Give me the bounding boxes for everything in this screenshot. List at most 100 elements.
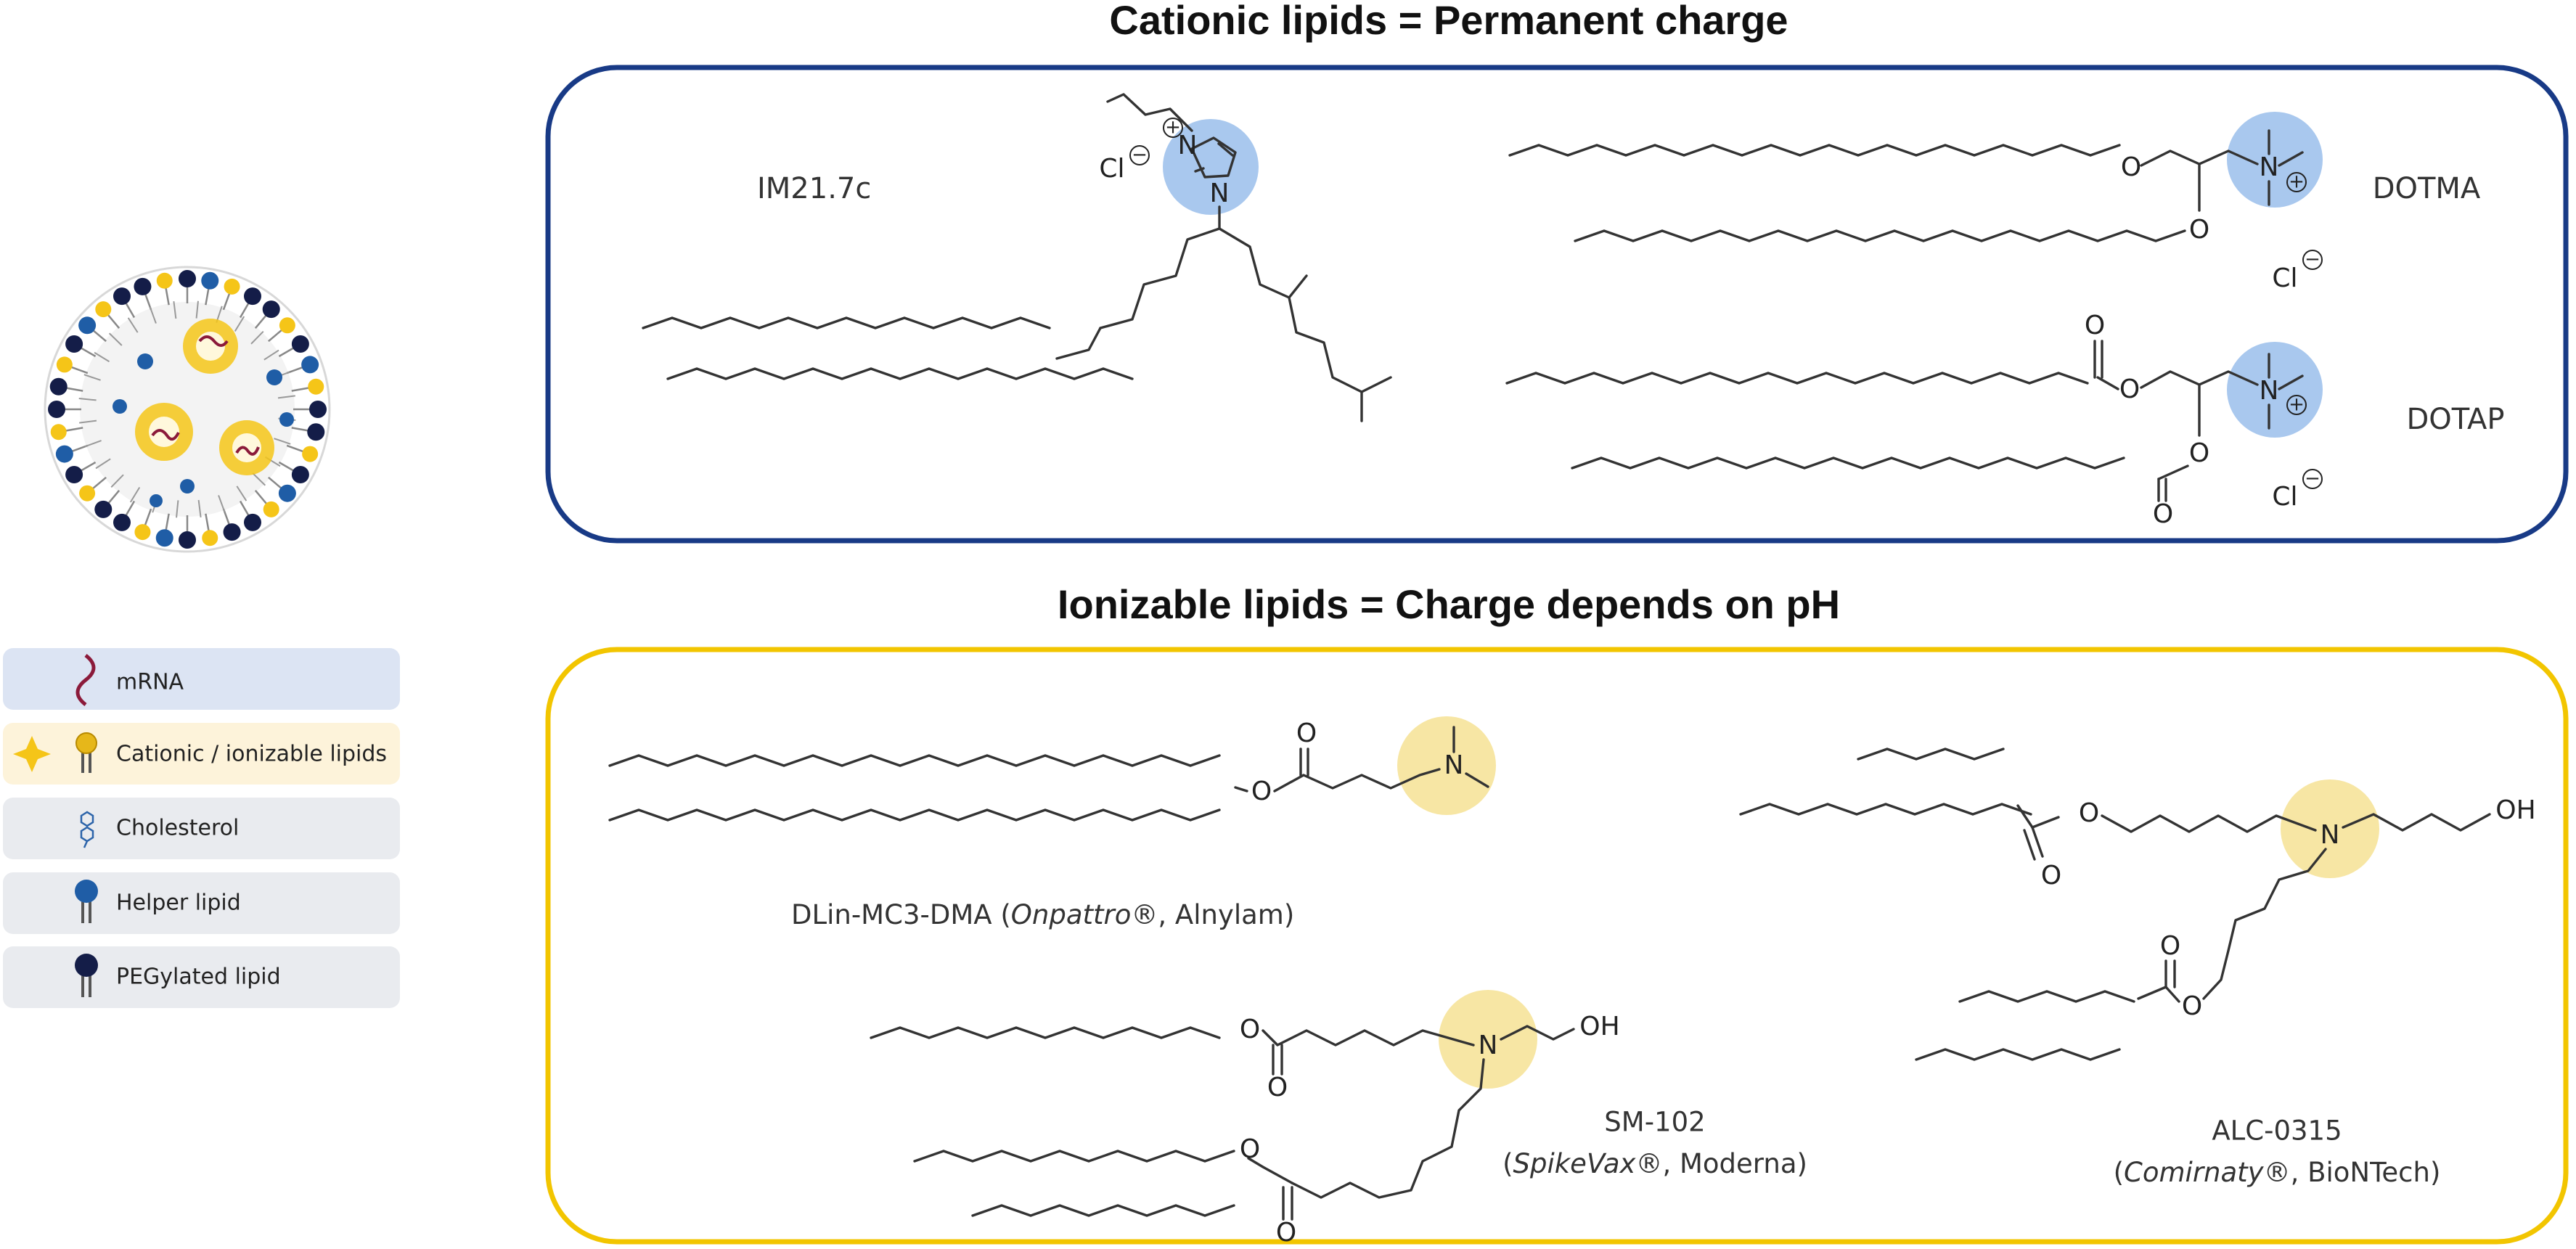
dotap-label: DOTAP xyxy=(2406,403,2504,436)
dotma-structure: DOTMA O O N + Cl − xyxy=(1508,112,2481,293)
oxygen-atom: O xyxy=(2153,499,2173,529)
lipid-head xyxy=(302,446,319,462)
oxygen-atom: O xyxy=(2160,931,2180,961)
lipid-head xyxy=(179,270,196,287)
alc0315-structure: O O N OH O O ALC-0315 (Comirnaty®, BioNT… xyxy=(1739,748,2536,1188)
oxygen-atom: O xyxy=(2085,311,2105,340)
lipid-tail xyxy=(83,374,101,381)
lipid-head xyxy=(202,530,218,546)
cationic-lipid-icon xyxy=(75,732,97,773)
lipid-head xyxy=(201,271,219,290)
lipid-head xyxy=(279,317,295,334)
lipid-head xyxy=(79,485,96,501)
oxygen-atom: O xyxy=(2189,438,2209,468)
ionizable-lipids-panel xyxy=(545,647,2569,1245)
alkyl-chain xyxy=(1857,748,2005,761)
helper-lipid-icon xyxy=(75,880,98,923)
lnp-micelle xyxy=(183,319,238,374)
lipid-head xyxy=(65,335,83,353)
alkyl-chain xyxy=(642,316,1051,329)
lipid-head xyxy=(95,301,112,318)
lipid-head xyxy=(48,401,65,418)
lipid-head xyxy=(263,501,279,517)
lipid-nanoparticle-illustration xyxy=(44,266,331,553)
dotap-structure: DOTAP O O O O N + Cl − xyxy=(1505,311,2505,529)
alkyl-chain xyxy=(666,367,1134,380)
lipid-head xyxy=(179,531,196,549)
lipid-tail xyxy=(250,330,264,345)
lipid-head xyxy=(113,287,131,306)
legend-label: mRNA xyxy=(116,670,184,695)
lipid-tail xyxy=(108,332,123,346)
chloride-label: Cl xyxy=(2272,263,2297,293)
lipid-head xyxy=(307,423,325,441)
lipid-tail xyxy=(277,395,295,399)
oxygen-atom: O xyxy=(2121,152,2141,182)
lipid-tail xyxy=(173,301,177,319)
legend-label: PEGylated lipid xyxy=(116,965,281,990)
cationic-charge-highlight xyxy=(2227,112,2323,208)
imidazolium-ring xyxy=(1190,136,1237,179)
cationic-lipids-title: Cationic lipids = Permanent charge xyxy=(1109,0,1788,43)
mc3-caption: DLin-MC3-DMA (Onpattro®, Alnylam) xyxy=(791,899,1294,930)
ionizable-star-icon xyxy=(13,736,51,772)
mrna-icon xyxy=(75,654,96,706)
oleyl-chain xyxy=(1508,144,2121,157)
legend-label: Cholesterol xyxy=(116,816,239,841)
lipid-tail xyxy=(94,351,110,363)
sm102-label: SM-102 xyxy=(1604,1107,1705,1138)
lipid-head xyxy=(156,272,173,289)
lipid-head xyxy=(94,500,113,518)
chloride-label: Cl xyxy=(1099,154,1124,184)
lipid-head xyxy=(55,445,73,463)
lipid-head xyxy=(309,401,327,418)
lipid-tail xyxy=(78,398,97,401)
lipid-head xyxy=(78,316,97,335)
lipid-head xyxy=(113,513,131,531)
legend-item-pegylated-lipid: PEGylated lipid xyxy=(3,946,400,1008)
oxygen-atom: O xyxy=(2079,798,2099,828)
alkyl-chain xyxy=(1958,990,2135,1003)
lipid-head xyxy=(244,287,261,306)
lipid-head xyxy=(223,523,241,541)
n-atom: N xyxy=(1479,1031,1498,1060)
hydroxyl-group: OH xyxy=(2495,795,2535,825)
lipid-tail xyxy=(252,472,266,486)
n-atom: N xyxy=(1210,179,1230,208)
legend-item-mrna: mRNA xyxy=(3,648,400,710)
negative-charge: − xyxy=(1132,144,1148,166)
n-atom: N xyxy=(1444,750,1464,780)
lipid-head xyxy=(301,356,319,374)
lipid-head xyxy=(308,378,324,395)
dotma-label: DOTMA xyxy=(2373,172,2481,205)
legend-item-cholesterol: Cholesterol xyxy=(3,798,400,859)
sm102-brand-caption: (SpikeVax®, Moderna) xyxy=(1502,1148,1807,1179)
linoleyl-chain xyxy=(608,754,1221,767)
lipid-tail xyxy=(197,499,202,517)
oleyl-chain xyxy=(1574,229,2186,242)
legend-label: Helper lipid xyxy=(116,890,241,916)
alkyl-chain xyxy=(971,1204,1235,1217)
lipid-tail xyxy=(127,317,139,333)
lipid-head xyxy=(134,277,152,295)
n-atom: N xyxy=(2321,820,2340,850)
oxygen-atom: O xyxy=(1240,1134,1260,1164)
oxygen-atom: O xyxy=(2119,374,2140,404)
lipid-head xyxy=(291,466,309,483)
lipid-head xyxy=(278,484,296,502)
alkyl-chain xyxy=(870,1026,1221,1039)
oxygen-atom: O xyxy=(1296,718,1317,748)
lipid-head xyxy=(134,524,151,541)
legend-item-cationic-lipids: Cationic / ionizable lipids xyxy=(3,723,400,785)
im217c-structure: IM21.7c N + N Cl − xyxy=(642,93,1392,422)
lipid-tail xyxy=(176,500,179,518)
positive-charge: + xyxy=(2289,171,2305,193)
oxygen-atom: O xyxy=(1267,1073,1288,1102)
butyl-chain xyxy=(1106,93,1193,132)
lipid-tail xyxy=(236,486,248,501)
positive-charge: + xyxy=(1165,117,1181,139)
lnp-lipid-shell xyxy=(48,270,327,549)
lipid-head xyxy=(56,356,73,373)
legend-item-helper-lipid: Helper lipid xyxy=(3,872,400,934)
